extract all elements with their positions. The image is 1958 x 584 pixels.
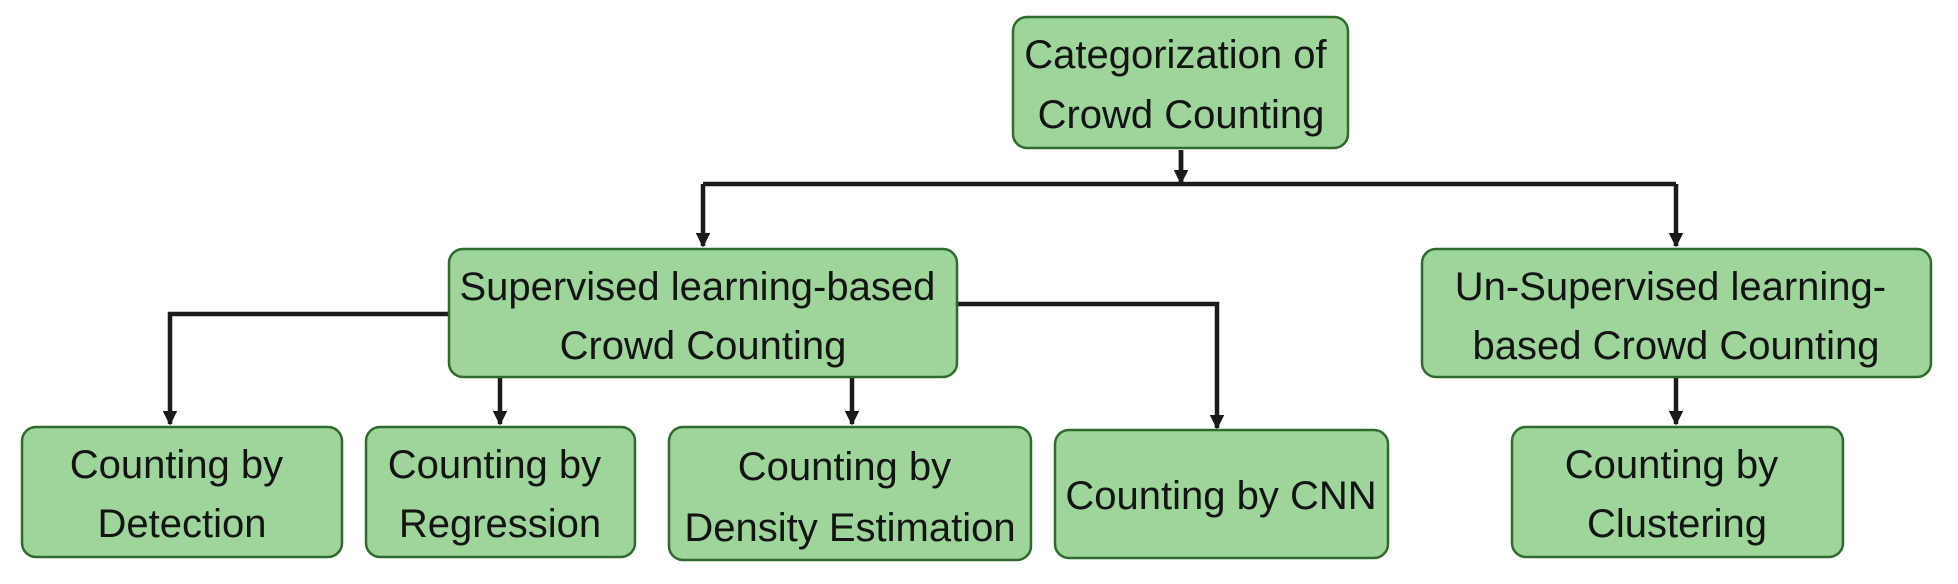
- root-branch-line: [703, 150, 1676, 187]
- node-detection-box: [20, 425, 344, 559]
- node-supervised-label: Supervised learning-based Crowd Counting: [460, 265, 947, 368]
- node-cnn-box: [1053, 428, 1390, 560]
- arrow-to-detection: [162, 311, 449, 426]
- node-cnn: Counting by CNN: [1053, 428, 1390, 560]
- node-regression-label: Counting by Regression: [388, 443, 613, 546]
- node-density-box: [667, 425, 1033, 562]
- node-cnn-label: Counting by CNN: [1065, 474, 1376, 518]
- node-root-label: Categorization of Crowd Counting: [1024, 33, 1338, 137]
- node-unsupervised-box: [1420, 247, 1933, 379]
- node-detection-label: Counting by Detection: [70, 443, 295, 546]
- node-root-box: [1011, 15, 1350, 150]
- node-density-label: Counting by Density Estimation: [684, 445, 1015, 550]
- node-root: Categorization of Crowd Counting: [1011, 15, 1350, 150]
- node-detection: Counting by Detection: [20, 425, 344, 559]
- node-supervised: Supervised learning-based Crowd Counting: [447, 247, 959, 379]
- node-unsupervised: Un-Supervised learning- based Crowd Coun…: [1420, 247, 1933, 379]
- node-supervised-box: [447, 247, 959, 379]
- node-regression: Counting by Regression: [364, 425, 637, 559]
- node-clustering: Counting by Clustering: [1510, 425, 1845, 559]
- node-regression-box: [364, 425, 637, 559]
- node-unsupervised-label: Un-Supervised learning- based Crowd Coun…: [1455, 265, 1897, 368]
- node-density: Counting by Density Estimation: [667, 425, 1033, 562]
- arrow-to-cnn: [958, 301, 1225, 430]
- node-clustering-label: Counting by Clustering: [1565, 443, 1790, 546]
- node-clustering-box: [1510, 425, 1845, 559]
- connectors: [162, 150, 1684, 430]
